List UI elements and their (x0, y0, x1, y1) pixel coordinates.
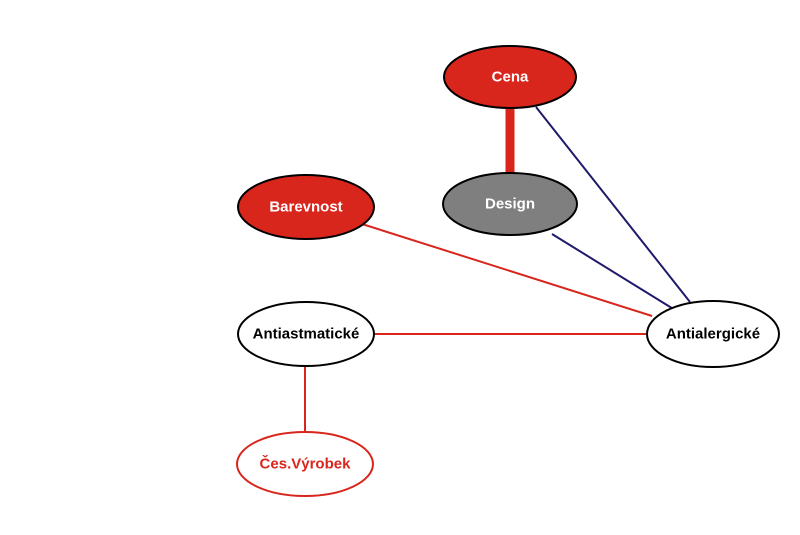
node-barevnost-shape (237, 174, 375, 240)
node-ces-vyrobek[interactable]: Čes.Výrobek (236, 431, 374, 497)
node-antialergicke[interactable]: Antialergické (646, 300, 780, 368)
node-design-label: Design (485, 196, 535, 213)
edges (304, 106, 691, 432)
node-antialergicke-label: Antialergické (666, 326, 760, 343)
edge-design-antialergicke (551, 233, 676, 311)
node-ces-vyrobek-shape (236, 431, 374, 497)
node-barevnost[interactable]: Barevnost (237, 174, 375, 240)
node-cena-shape (443, 45, 577, 109)
node-cena-label: Cena (492, 69, 529, 86)
edge-cena-antialergicke (535, 106, 691, 303)
node-antialergicke-shape (646, 300, 780, 368)
node-ces-vyrobek-label: Čes.Výrobek (260, 455, 352, 473)
node-antiastmaticke-label: Antiastmatické (253, 326, 360, 343)
node-antiastmaticke-shape (237, 301, 375, 367)
node-design-shape (442, 172, 578, 236)
edge-barevnost-antialergicke (361, 223, 653, 317)
node-cena[interactable]: Cena (443, 45, 577, 109)
node-barevnost-label: Barevnost (269, 199, 342, 216)
node-design[interactable]: Design (442, 172, 578, 236)
node-antiastmaticke[interactable]: Antiastmatické (237, 301, 375, 367)
